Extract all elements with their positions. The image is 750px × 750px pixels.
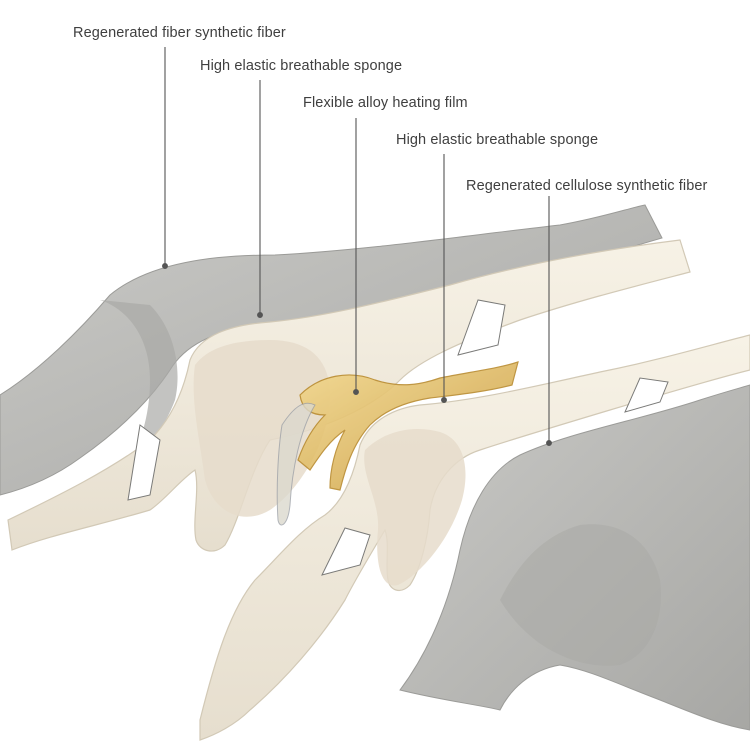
callout-high-elastic-breathable-sponge-front: High elastic breathable sponge — [396, 132, 599, 148]
leader-dot-3 — [353, 389, 359, 395]
callout-flexible-alloy-heating-film: Flexible alloy heating film — [303, 95, 468, 111]
leader-dot-4 — [441, 397, 447, 403]
front-sponge-layer — [199, 334, 750, 741]
heating-film-layer — [276, 361, 519, 526]
leader-dot-2 — [257, 312, 263, 318]
front-fabric-layer — [399, 384, 750, 731]
leader-dot-1 — [162, 263, 168, 269]
callout-high-elastic-breathable-sponge-back: High elastic breathable sponge — [200, 58, 403, 74]
leader-lines — [162, 47, 552, 446]
leader-dot-5 — [546, 440, 552, 446]
callout-regenerated-fiber-synthetic-fiber: Regenerated fiber synthetic fiber — [73, 25, 286, 41]
callout-regenerated-cellulose-synthetic-fiber: Regenerated cellulose synthetic fiber — [466, 178, 708, 194]
